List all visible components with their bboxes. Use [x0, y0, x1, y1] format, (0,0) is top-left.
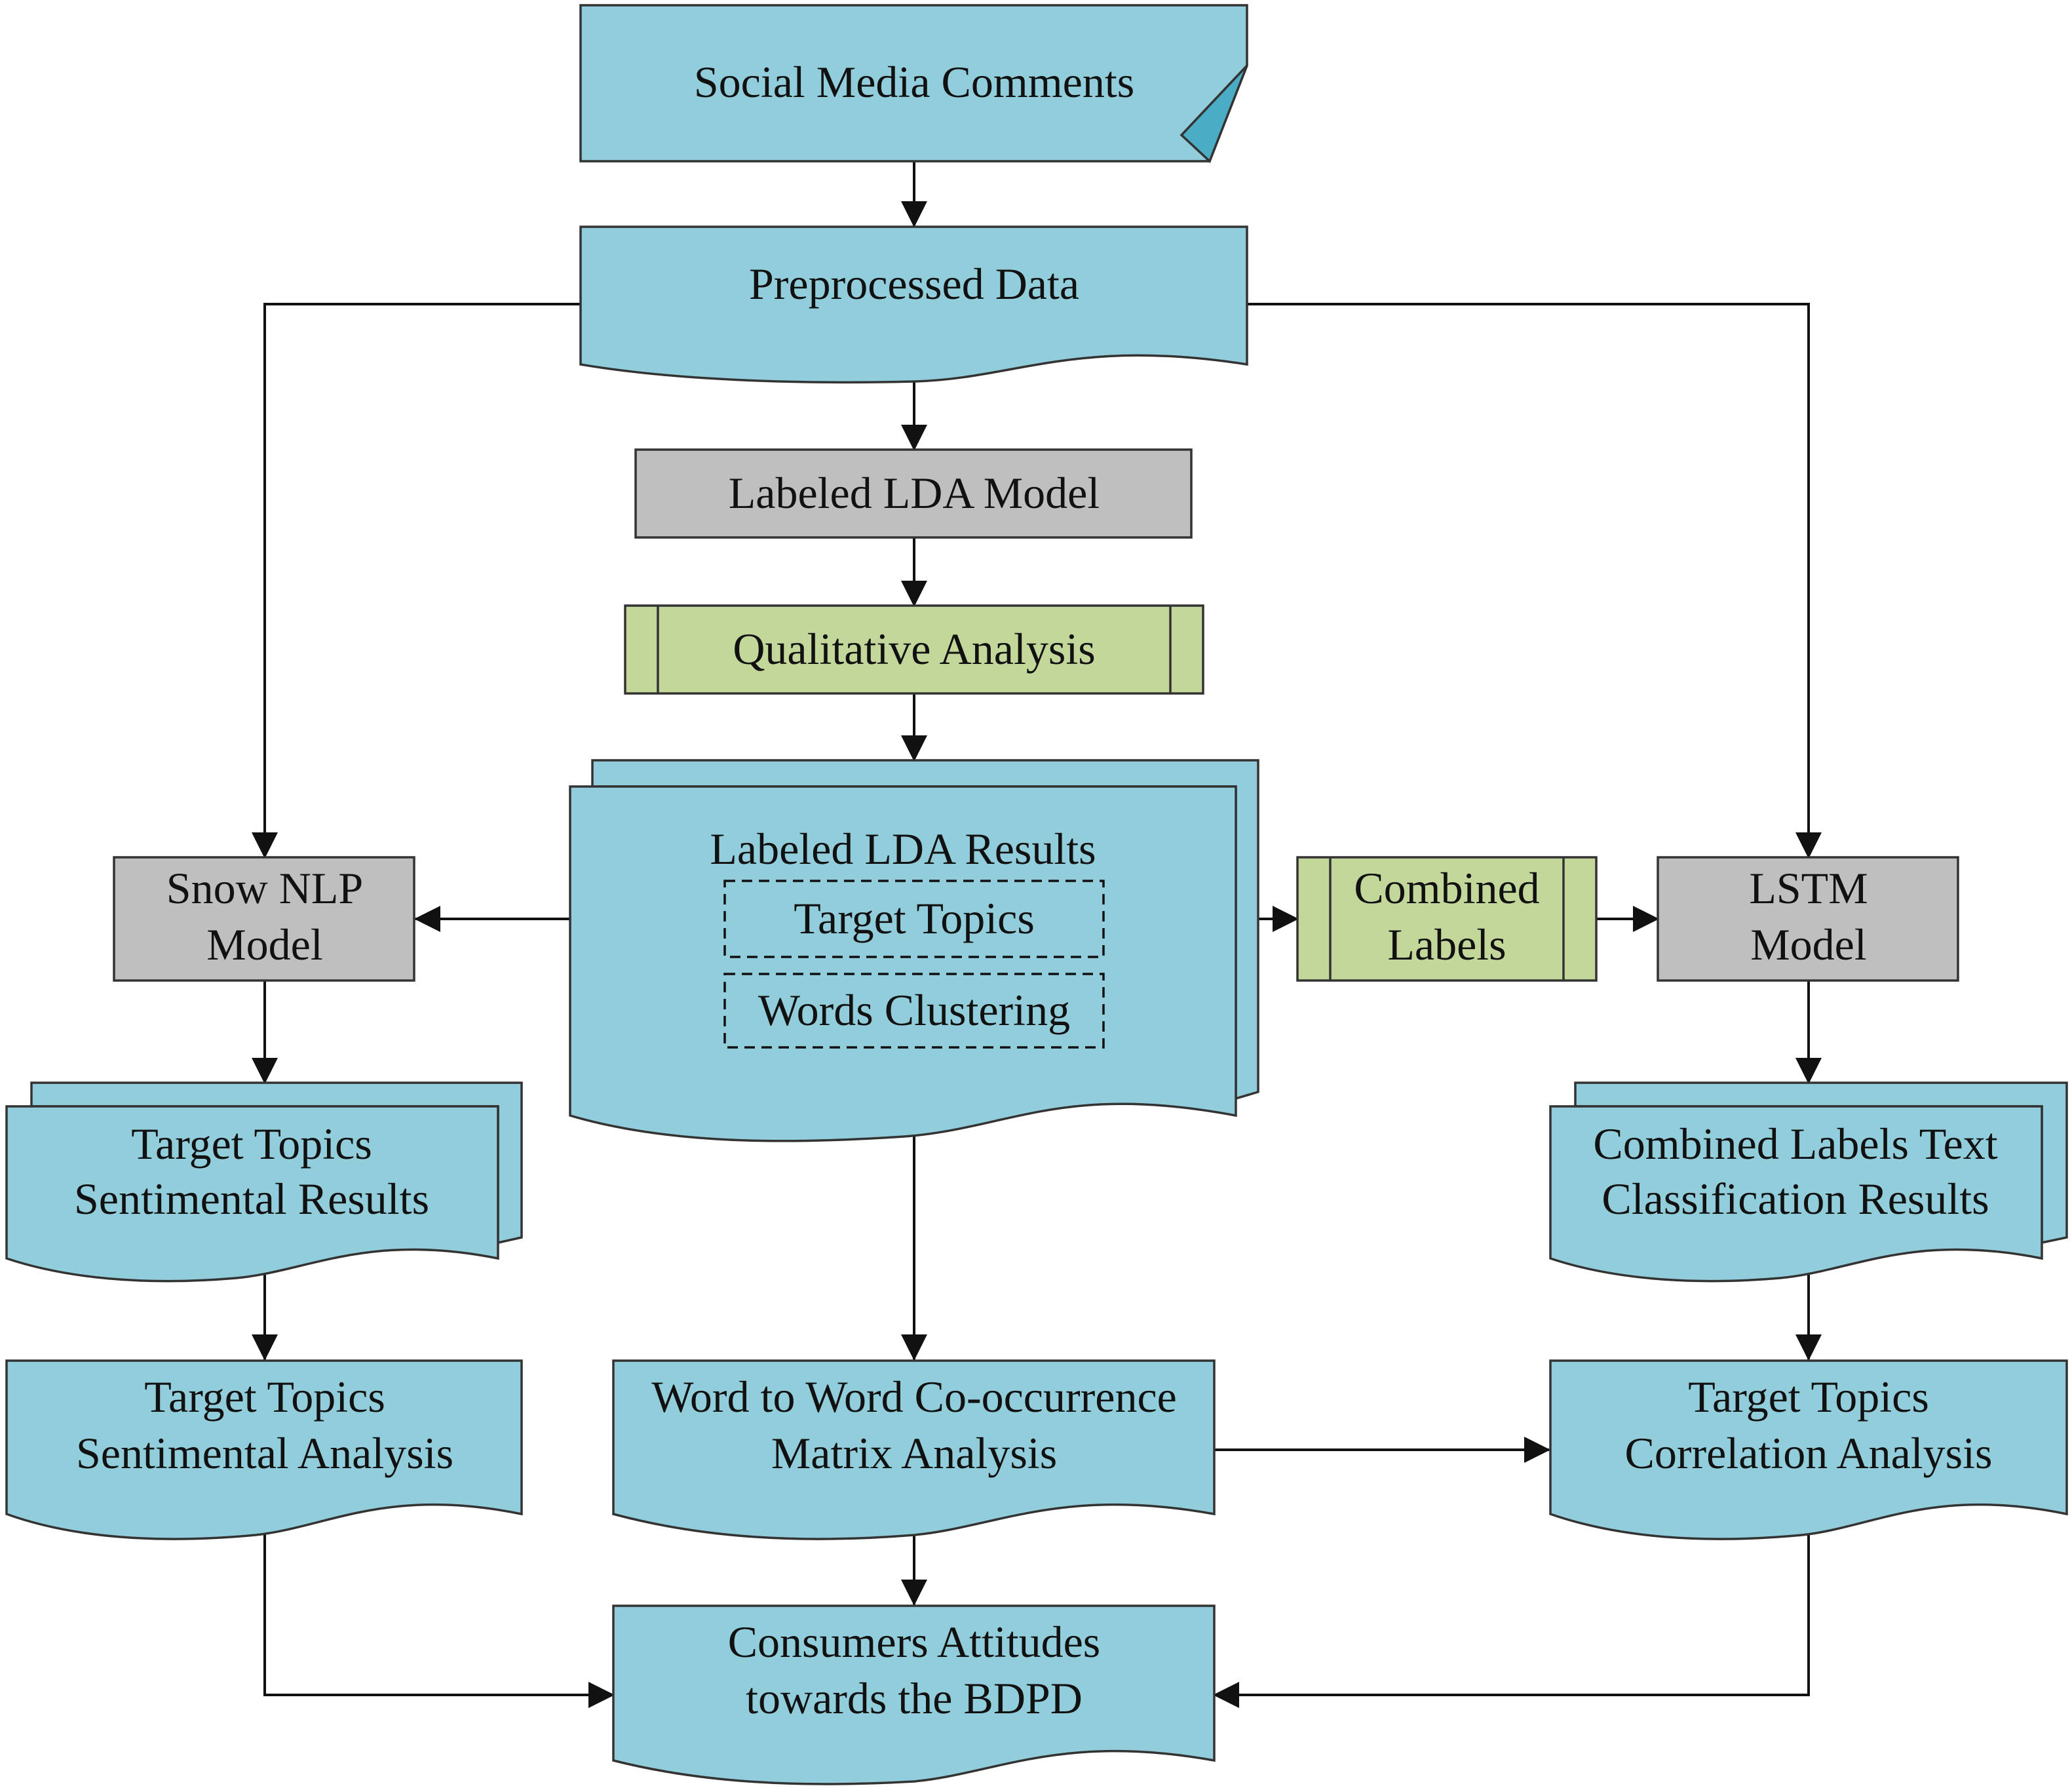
lda-model-shape [634, 448, 1193, 539]
preprocessed-shape [579, 225, 1248, 384]
node-sentimental-results: Target Topics Sentimental Results [5, 1081, 523, 1283]
lda-model-label: Labeled LDA Model [729, 468, 1100, 518]
node-snow-nlp-model: Snow NLP Model [113, 856, 415, 982]
arrow-preprocessed-to-lstm [1247, 303, 1822, 859]
correlation-line2: Correlation Analysis [1625, 1428, 1993, 1478]
lda-results-front-page [569, 785, 1237, 1142]
classification-results-line2: Classification Results [1602, 1174, 1989, 1224]
arrow-preprocessed-to-snow-nlp [252, 303, 581, 859]
sentimental-analysis-line1: Target Topics [144, 1372, 385, 1422]
node-classification-results: Combined Labels Text Classification Resu… [1549, 1081, 2068, 1283]
lstm-label-line1: LSTM [1749, 863, 1868, 913]
node-consumer-attitudes: Consumers Attitudes towards the BDPD [612, 1604, 1216, 1785]
attitudes-line1: Consumers Attitudes [728, 1617, 1101, 1667]
node-qualitative-analysis: Qualitative Analysis [624, 604, 1204, 695]
attitudes-shape [612, 1604, 1216, 1785]
sentimental-results-line1: Target Topics [131, 1119, 372, 1169]
qualitative-shape [624, 604, 1204, 695]
target-topics-box [723, 880, 1105, 958]
arrow-correlation-to-attitudes [1213, 1515, 1810, 1708]
sentimental-results-front-page [5, 1105, 499, 1283]
folded-corner [1180, 64, 1248, 164]
lda-results-label: Labeled LDA Results [710, 824, 1096, 874]
qualitative-label: Qualitative Analysis [733, 624, 1095, 674]
preprocessed-label: Preprocessed Data [749, 259, 1079, 309]
node-preprocessed-data: Preprocessed Data [579, 225, 1248, 384]
lstm-shape [1657, 856, 1959, 982]
attitudes-line2: towards the BDPD [746, 1673, 1083, 1723]
words-clustering-label: Words Clustering [758, 985, 1070, 1035]
node-combined-labels: Combined Labels [1296, 856, 1598, 982]
node-lstm-model: LSTM Model [1657, 856, 1959, 982]
cooccurrence-line1: Word to Word Co-occurrence [651, 1372, 1177, 1422]
social-media-label: Social Media Comments [694, 57, 1134, 107]
node-labeled-lda-results: Labeled LDA Results Target Topics Words … [569, 759, 1259, 1142]
classification-results-front-page [1549, 1105, 2043, 1283]
correlation-line1: Target Topics [1688, 1372, 1929, 1422]
arrow-sentimental-analysis-to-attitudes [263, 1515, 615, 1708]
lstm-label-line2: Model [1750, 920, 1867, 969]
correlation-shape [1549, 1359, 2068, 1540]
classification-results-line1: Combined Labels Text [1593, 1119, 1997, 1169]
snow-nlp-shape [113, 856, 415, 982]
snow-nlp-label-line1: Snow NLP [166, 863, 363, 913]
node-cooccurrence-matrix: Word to Word Co-occurrence Matrix Analys… [612, 1359, 1216, 1540]
sentimental-analysis-line2: Sentimental Analysis [76, 1428, 453, 1478]
node-social-media-comments: Social Media Comments [579, 4, 1248, 164]
words-clustering-box [723, 973, 1105, 1049]
combined-labels-line2: Labels [1387, 920, 1506, 969]
node-sentimental-analysis: Target Topics Sentimental Analysis [5, 1359, 523, 1540]
snow-nlp-label-line2: Model [206, 920, 323, 969]
node-labeled-lda-model: Labeled LDA Model [634, 448, 1193, 539]
combined-labels-line1: Combined [1354, 863, 1539, 913]
combined-labels-shape [1296, 856, 1598, 982]
target-topics-label: Target Topics [794, 893, 1035, 943]
sentimental-results-line2: Sentimental Results [74, 1174, 429, 1224]
sentimental-analysis-shape [5, 1359, 523, 1540]
cooccurrence-shape [612, 1359, 1216, 1540]
cooccurrence-line2: Matrix Analysis [771, 1428, 1057, 1478]
node-correlation-analysis: Target Topics Correlation Analysis [1549, 1359, 2068, 1540]
